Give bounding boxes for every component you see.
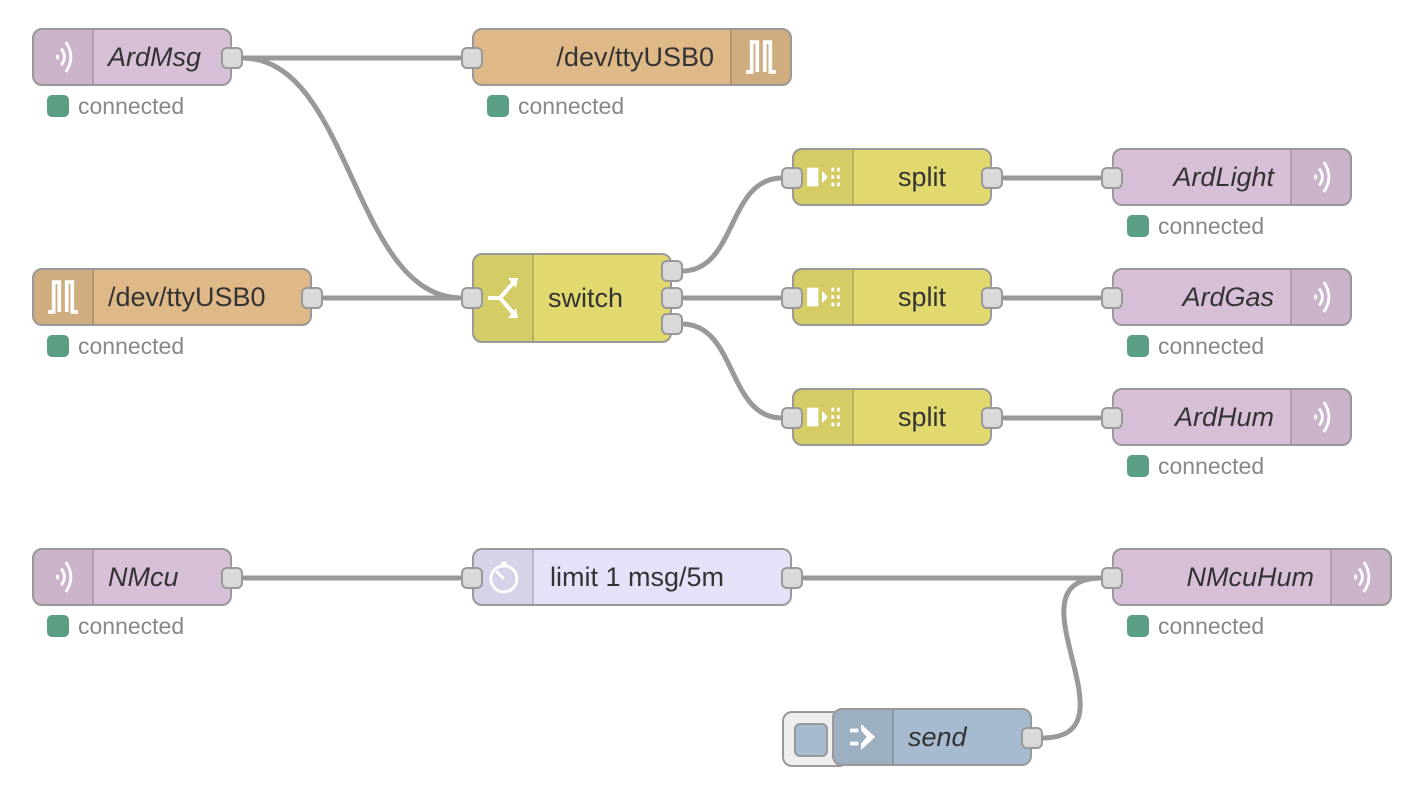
- node-label: ArdMsg: [108, 41, 202, 72]
- node-label: switch: [548, 282, 624, 313]
- ardlight-status: connected: [1127, 213, 1264, 239]
- ardgas-input-port[interactable]: [1101, 287, 1123, 309]
- nmcu-output-port[interactable]: [221, 567, 243, 589]
- split-2-input-port[interactable]: [781, 287, 803, 309]
- switch-output-port-3[interactable]: [661, 313, 683, 335]
- wire-send-nmcuhum[interactable]: [1039, 575, 1105, 741]
- inject-trigger-square: [794, 723, 828, 757]
- node-label: split: [898, 161, 947, 192]
- status-dot: [47, 335, 69, 357]
- status-dot: [1127, 615, 1149, 637]
- ardmsg-output-port[interactable]: [221, 47, 243, 69]
- wire-switch-split3[interactable]: [679, 321, 785, 421]
- split-icon: [794, 390, 854, 444]
- status-dot: [487, 95, 509, 117]
- serial-out-node[interactable]: /dev/ttyUSB0: [472, 28, 792, 86]
- node-label: /dev/ttyUSB0: [108, 281, 266, 312]
- limit-node[interactable]: limit 1 msg/5m: [472, 548, 792, 606]
- nmcuhum-input-port[interactable]: [1101, 567, 1123, 589]
- status-dot: [1127, 335, 1149, 357]
- nmcuhum-node[interactable]: NMcuHum: [1112, 548, 1392, 606]
- ardhum-status: connected: [1127, 453, 1264, 479]
- node-label: limit 1 msg/5m: [550, 561, 725, 592]
- switch-output-port-1[interactable]: [661, 260, 683, 282]
- mqtt-wave-icon: [1290, 150, 1350, 204]
- ardgas-status: connected: [1127, 333, 1264, 359]
- split-2-output-port[interactable]: [981, 287, 1003, 309]
- serial-out-input-port[interactable]: [461, 47, 483, 69]
- split-1-output-port[interactable]: [981, 167, 1003, 189]
- ardhum-input-port[interactable]: [1101, 407, 1123, 429]
- split-icon: [794, 270, 854, 324]
- status-text: connected: [78, 332, 185, 359]
- timer-icon: [474, 550, 534, 604]
- switch-node[interactable]: switch: [472, 253, 672, 343]
- status-text: connected: [1158, 452, 1265, 479]
- split-1-input-port[interactable]: [781, 167, 803, 189]
- node-label: NMcuHum: [1186, 561, 1314, 592]
- serial-port-icon: [730, 30, 790, 84]
- split-icon: [794, 150, 854, 204]
- wire-switch-split1[interactable]: [679, 175, 785, 274]
- status-dot: [47, 95, 69, 117]
- status-text: connected: [78, 92, 185, 119]
- mqtt-wave-icon: [34, 550, 94, 604]
- nmcuhum-status: connected: [1127, 613, 1264, 639]
- status-dot: [1127, 215, 1149, 237]
- node-label: ArdGas: [1182, 281, 1274, 312]
- nmcu-status: connected: [47, 613, 184, 639]
- status-dot: [47, 615, 69, 637]
- switch-output-port-2[interactable]: [661, 287, 683, 309]
- ardhum-node[interactable]: ArdHum: [1112, 388, 1352, 446]
- send-node[interactable]: send: [832, 708, 1032, 766]
- send-output-port[interactable]: [1021, 727, 1043, 749]
- ardmsg-status: connected: [47, 93, 184, 119]
- node-label: ArdHum: [1174, 401, 1274, 432]
- node-label: split: [898, 401, 947, 432]
- node-label: NMcu: [108, 561, 179, 592]
- ardgas-node[interactable]: ArdGas: [1112, 268, 1352, 326]
- node-label: split: [898, 281, 947, 312]
- status-text: connected: [1158, 212, 1265, 239]
- serial-out-status: connected: [487, 93, 624, 119]
- switch-icon: [474, 255, 534, 341]
- mqtt-wave-icon: [1290, 390, 1350, 444]
- node-label: /dev/ttyUSB0: [556, 41, 714, 72]
- wire-ardmsg-switch[interactable]: [239, 55, 465, 301]
- ardlight-node[interactable]: ArdLight: [1112, 148, 1352, 206]
- split-node-1[interactable]: split: [792, 148, 992, 206]
- split-node-3[interactable]: split: [792, 388, 992, 446]
- status-text: connected: [1158, 612, 1265, 639]
- serial-port-icon: [34, 270, 94, 324]
- node-label: ArdLight: [1173, 161, 1274, 192]
- split-3-input-port[interactable]: [781, 407, 803, 429]
- nmcu-node[interactable]: NMcu: [32, 548, 232, 606]
- limit-output-port[interactable]: [781, 567, 803, 589]
- mqtt-wave-icon: [34, 30, 94, 84]
- status-text: connected: [78, 612, 185, 639]
- split-3-output-port[interactable]: [981, 407, 1003, 429]
- switch-input-port[interactable]: [461, 287, 483, 309]
- limit-input-port[interactable]: [461, 567, 483, 589]
- status-dot: [1127, 455, 1149, 477]
- status-text: connected: [518, 92, 625, 119]
- ardlight-input-port[interactable]: [1101, 167, 1123, 189]
- ardmsg-node[interactable]: ArdMsg: [32, 28, 232, 86]
- mqtt-wave-icon: [1330, 550, 1390, 604]
- serial-in-node[interactable]: /dev/ttyUSB0: [32, 268, 312, 326]
- inject-arrow-icon: [834, 710, 894, 764]
- serial-in-output-port[interactable]: [301, 287, 323, 309]
- split-node-2[interactable]: split: [792, 268, 992, 326]
- status-text: connected: [1158, 332, 1265, 359]
- serial-in-status: connected: [47, 333, 184, 359]
- mqtt-wave-icon: [1290, 270, 1350, 324]
- node-label: send: [908, 721, 967, 752]
